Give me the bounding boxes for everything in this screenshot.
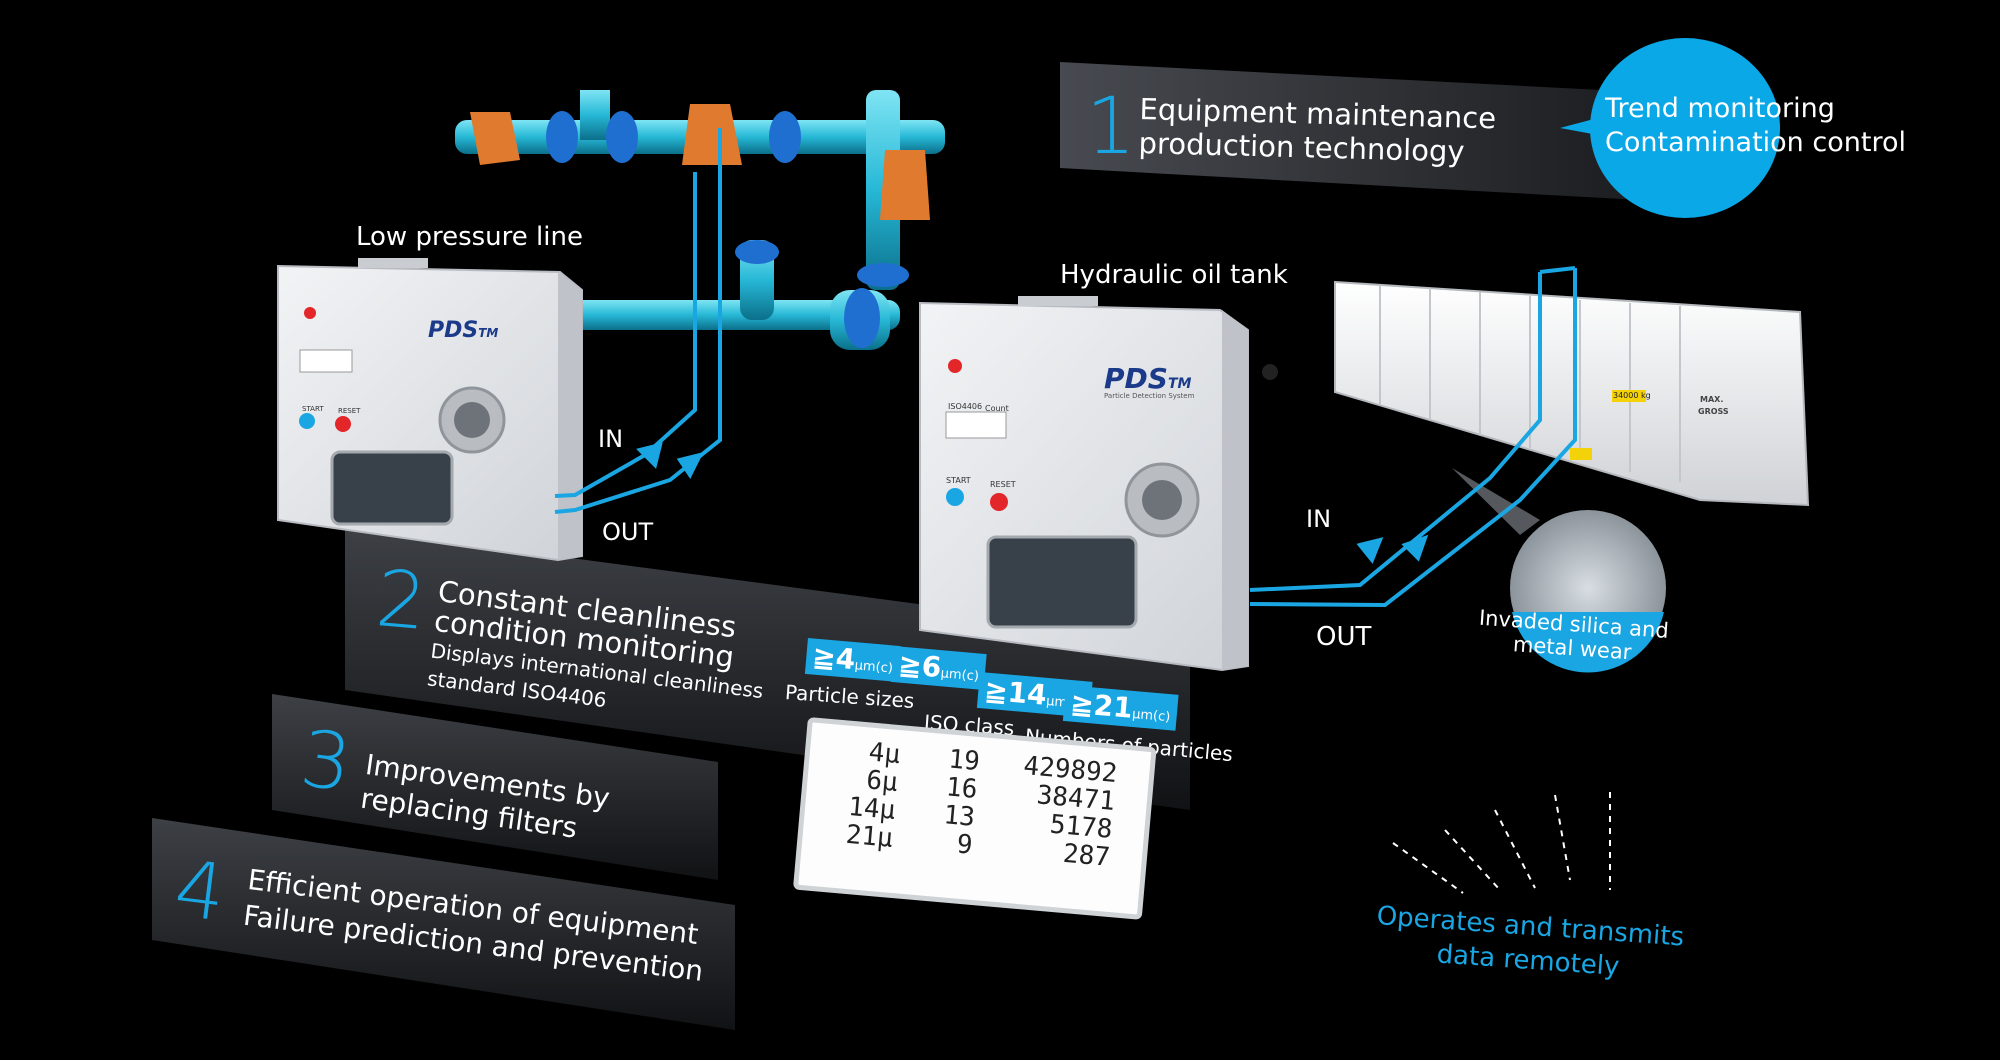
device-left-reset: RESET [338,407,361,415]
panel-step-4 [152,818,735,1030]
chip-21um-unit: μm(c) [1131,706,1171,726]
tank-weight: 34000 kg [1613,391,1651,400]
tank-max: MAX. [1700,395,1724,404]
lcd-iso: 9 [955,829,974,861]
trend-bubble [1590,38,1780,218]
device-right [919,296,1278,672]
bubble-text: Trend monitoring Contamination control [1605,92,1906,160]
lcd-size: 21μ [844,819,895,854]
lcd-iso: 16 [944,772,979,805]
device-right-count-header: Count [985,404,1009,413]
lcd-readout: 4μ 19 429892 6μ 16 38471 14μ 13 5178 21μ… [792,717,1157,920]
lcd-iso: 19 [947,744,982,778]
hydraulic-oil-tank-label: Hydraulic oil tank [1060,260,1288,290]
device-left-brand-name: PDS [428,318,479,343]
device-right-reset: RESET [990,480,1016,489]
lcd-size: 14μ [847,791,897,826]
out-right-label: OUT [1316,622,1372,652]
panel-step-1 [1060,62,1640,200]
device-right-iso-header: ISO4406 [948,402,983,411]
out-left-label: OUT [602,518,654,546]
step-2-number: 2 [372,554,430,649]
device-right-brand-suffix: TM [1167,376,1192,392]
low-pressure-line-label: Low pressure line [356,222,583,252]
lcd-iso: 13 [942,800,977,833]
flow-lines-right [1249,266,1577,608]
tank-gross: GROSS [1698,407,1729,416]
device-right-brand-name: PDS [1104,362,1168,395]
device-right-brand: PDSTM [1104,362,1191,395]
device-left-start: START [302,405,324,413]
bubble-line-2: Contamination control [1605,127,1906,158]
lcd-size: 6μ [865,765,899,799]
oil-tank [1334,280,1810,507]
chip-14um-size: 14 [1006,675,1049,712]
panel-step-3 [272,694,718,880]
device-left-brand: PDSTM [428,318,498,343]
debris-label-band [1512,612,1664,673]
device-right-subtitle: Particle Detection System [1104,392,1195,400]
chip-21um-size: 21 [1092,688,1135,725]
device-left [277,258,583,562]
step-1-text: Equipment maintenance production technol… [1138,92,1496,169]
signal-rays [1392,792,1611,894]
device-right-start: START [946,476,971,485]
chip-6um-unit: μm(c) [940,666,980,685]
lcd-size: 4μ [867,737,902,771]
pipe-network [455,90,945,350]
bubble-line-1: Trend monitoring [1605,93,1835,124]
step-3-number: 3 [295,714,357,810]
in-left-label: IN [598,425,624,453]
device-left-brand-suffix: TM [478,326,499,340]
flow-lines-left [554,128,722,514]
step-1-number: 1 [1086,82,1136,172]
chip-4um-unit: μm(c) [854,658,894,677]
step-4-number: 4 [169,844,231,940]
in-right-label: IN [1306,505,1332,533]
